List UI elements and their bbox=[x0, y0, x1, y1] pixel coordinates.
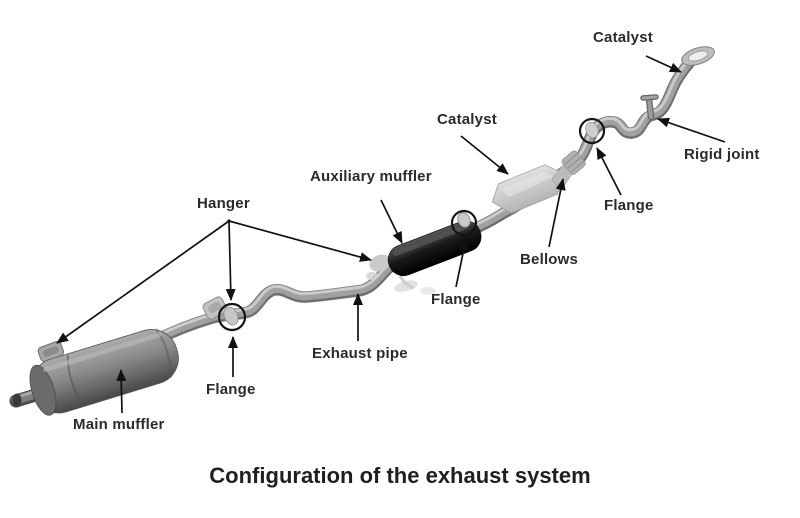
hanger-bracket-right-shape bbox=[366, 254, 436, 295]
flange-circle-left bbox=[217, 302, 247, 332]
arrow-hanger-right bbox=[228, 220, 372, 262]
arrow-catalyst-right bbox=[645, 55, 682, 73]
label-rigid-joint: Rigid joint bbox=[684, 146, 760, 163]
flange-circle-middle bbox=[450, 209, 478, 237]
label-auxiliary-muffler: Auxiliary muffler bbox=[310, 168, 432, 185]
rigid-joint-shape bbox=[640, 94, 659, 121]
label-catalyst-middle: Catalyst bbox=[437, 111, 497, 128]
arrow-aux-muffler bbox=[380, 199, 403, 244]
label-exhaust-pipe: Exhaust pipe bbox=[312, 345, 408, 362]
label-flange-left: Flange bbox=[206, 381, 256, 398]
catalyst-right-flange-shape bbox=[681, 46, 715, 66]
figure-caption: Configuration of the exhaust system bbox=[209, 463, 591, 488]
arrow-hanger-far-left bbox=[56, 220, 230, 344]
label-bellows: Bellows bbox=[520, 251, 579, 268]
arrow-catalyst-middle bbox=[460, 135, 509, 175]
arrow-hanger-middle bbox=[225, 220, 236, 301]
exhaust-pipe-shape bbox=[150, 48, 703, 346]
label-main-muffler: Main muffler bbox=[73, 416, 165, 433]
flange-circle-markers bbox=[217, 117, 606, 332]
hanger-bracket-left-shape bbox=[37, 341, 65, 363]
label-flange-middle: Flange bbox=[431, 291, 481, 308]
label-flange-right: Flange bbox=[604, 197, 654, 214]
arrow-flange-middle bbox=[455, 238, 469, 288]
callout-arrows bbox=[56, 55, 726, 414]
arrow-main-muffler bbox=[116, 369, 127, 414]
arrow-rigid-joint bbox=[657, 117, 726, 143]
label-catalyst-right: Catalyst bbox=[593, 29, 653, 46]
hanger-bracket-middle-shape bbox=[202, 296, 228, 320]
main-muffler-shape bbox=[29, 328, 179, 416]
arrow-bellows bbox=[548, 178, 566, 248]
arrow-flange-right bbox=[596, 147, 622, 196]
bellows-shape bbox=[551, 150, 586, 193]
flange-circle-right bbox=[578, 117, 606, 145]
auxiliary-muffler-shape bbox=[387, 220, 482, 277]
flange-collars-shape bbox=[223, 121, 599, 326]
label-hanger: Hanger bbox=[197, 195, 250, 212]
